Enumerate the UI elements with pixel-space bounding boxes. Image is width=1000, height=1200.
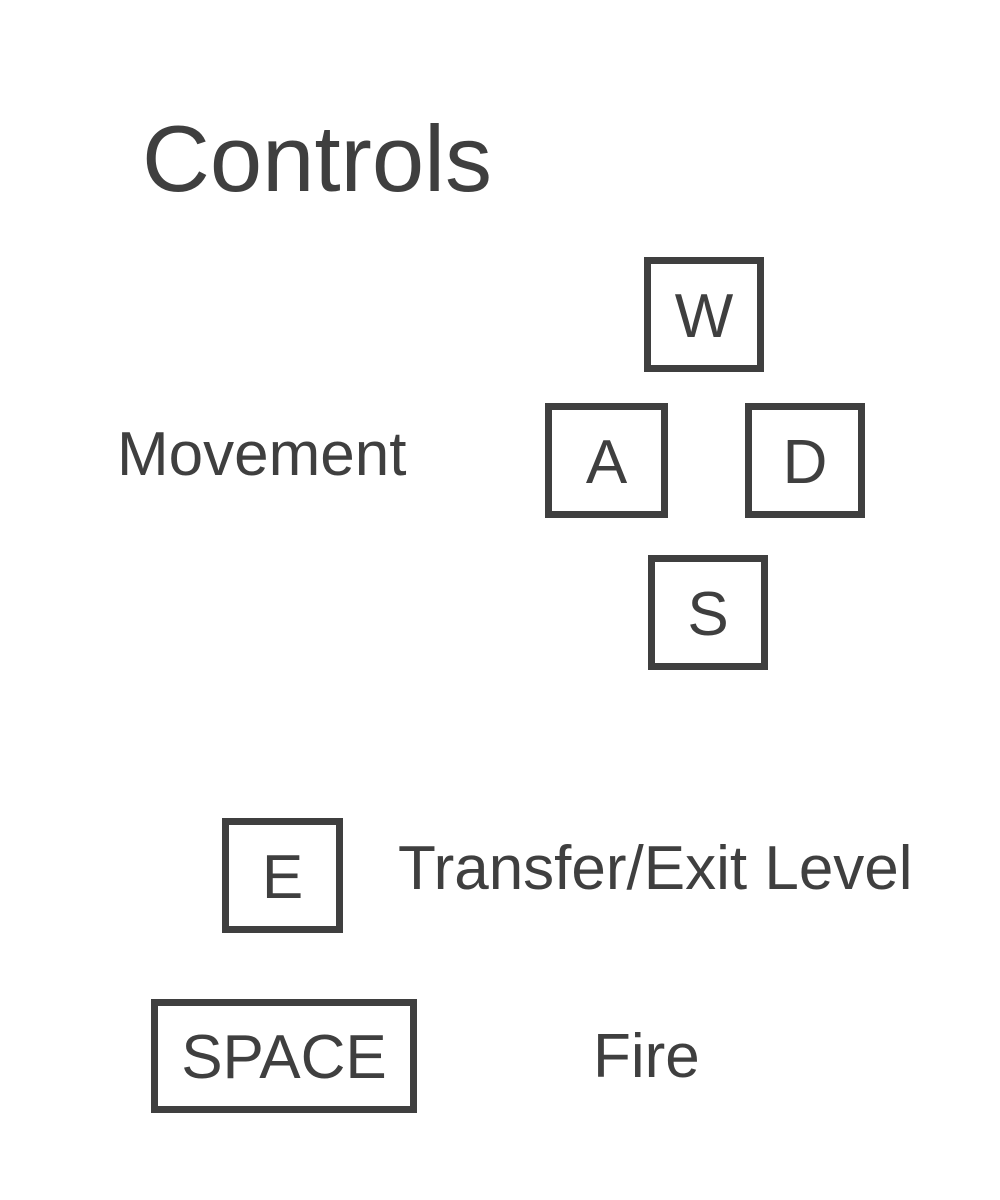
key-a: A	[545, 403, 668, 518]
key-space: SPACE	[151, 999, 417, 1113]
fire-label: Fire	[593, 1022, 700, 1091]
page-title: Controls	[142, 106, 493, 211]
key-w: W	[644, 257, 764, 372]
key-d: D	[745, 403, 865, 518]
key-e: E	[222, 818, 343, 933]
transfer-exit-label: Transfer/Exit Level	[398, 834, 913, 903]
key-s: S	[648, 555, 768, 670]
movement-label: Movement	[117, 420, 407, 489]
